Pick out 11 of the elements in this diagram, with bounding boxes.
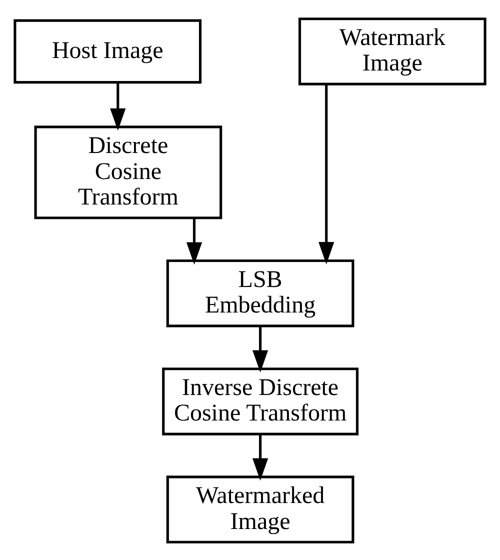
node-box: Watermark Image xyxy=(298,17,486,85)
node-box: Inverse Discrete Cosine Transform xyxy=(162,367,359,435)
arrow xyxy=(252,434,268,480)
arrow xyxy=(110,82,126,130)
node-box: LSB Embedding xyxy=(166,258,354,327)
node-box: Discrete Cosine Transform xyxy=(34,125,222,219)
arrow xyxy=(252,326,268,372)
arrow xyxy=(186,218,202,264)
node-box: Host Image xyxy=(14,18,202,84)
arrow xyxy=(318,84,334,264)
node-box: Watermarked Image xyxy=(166,475,354,543)
